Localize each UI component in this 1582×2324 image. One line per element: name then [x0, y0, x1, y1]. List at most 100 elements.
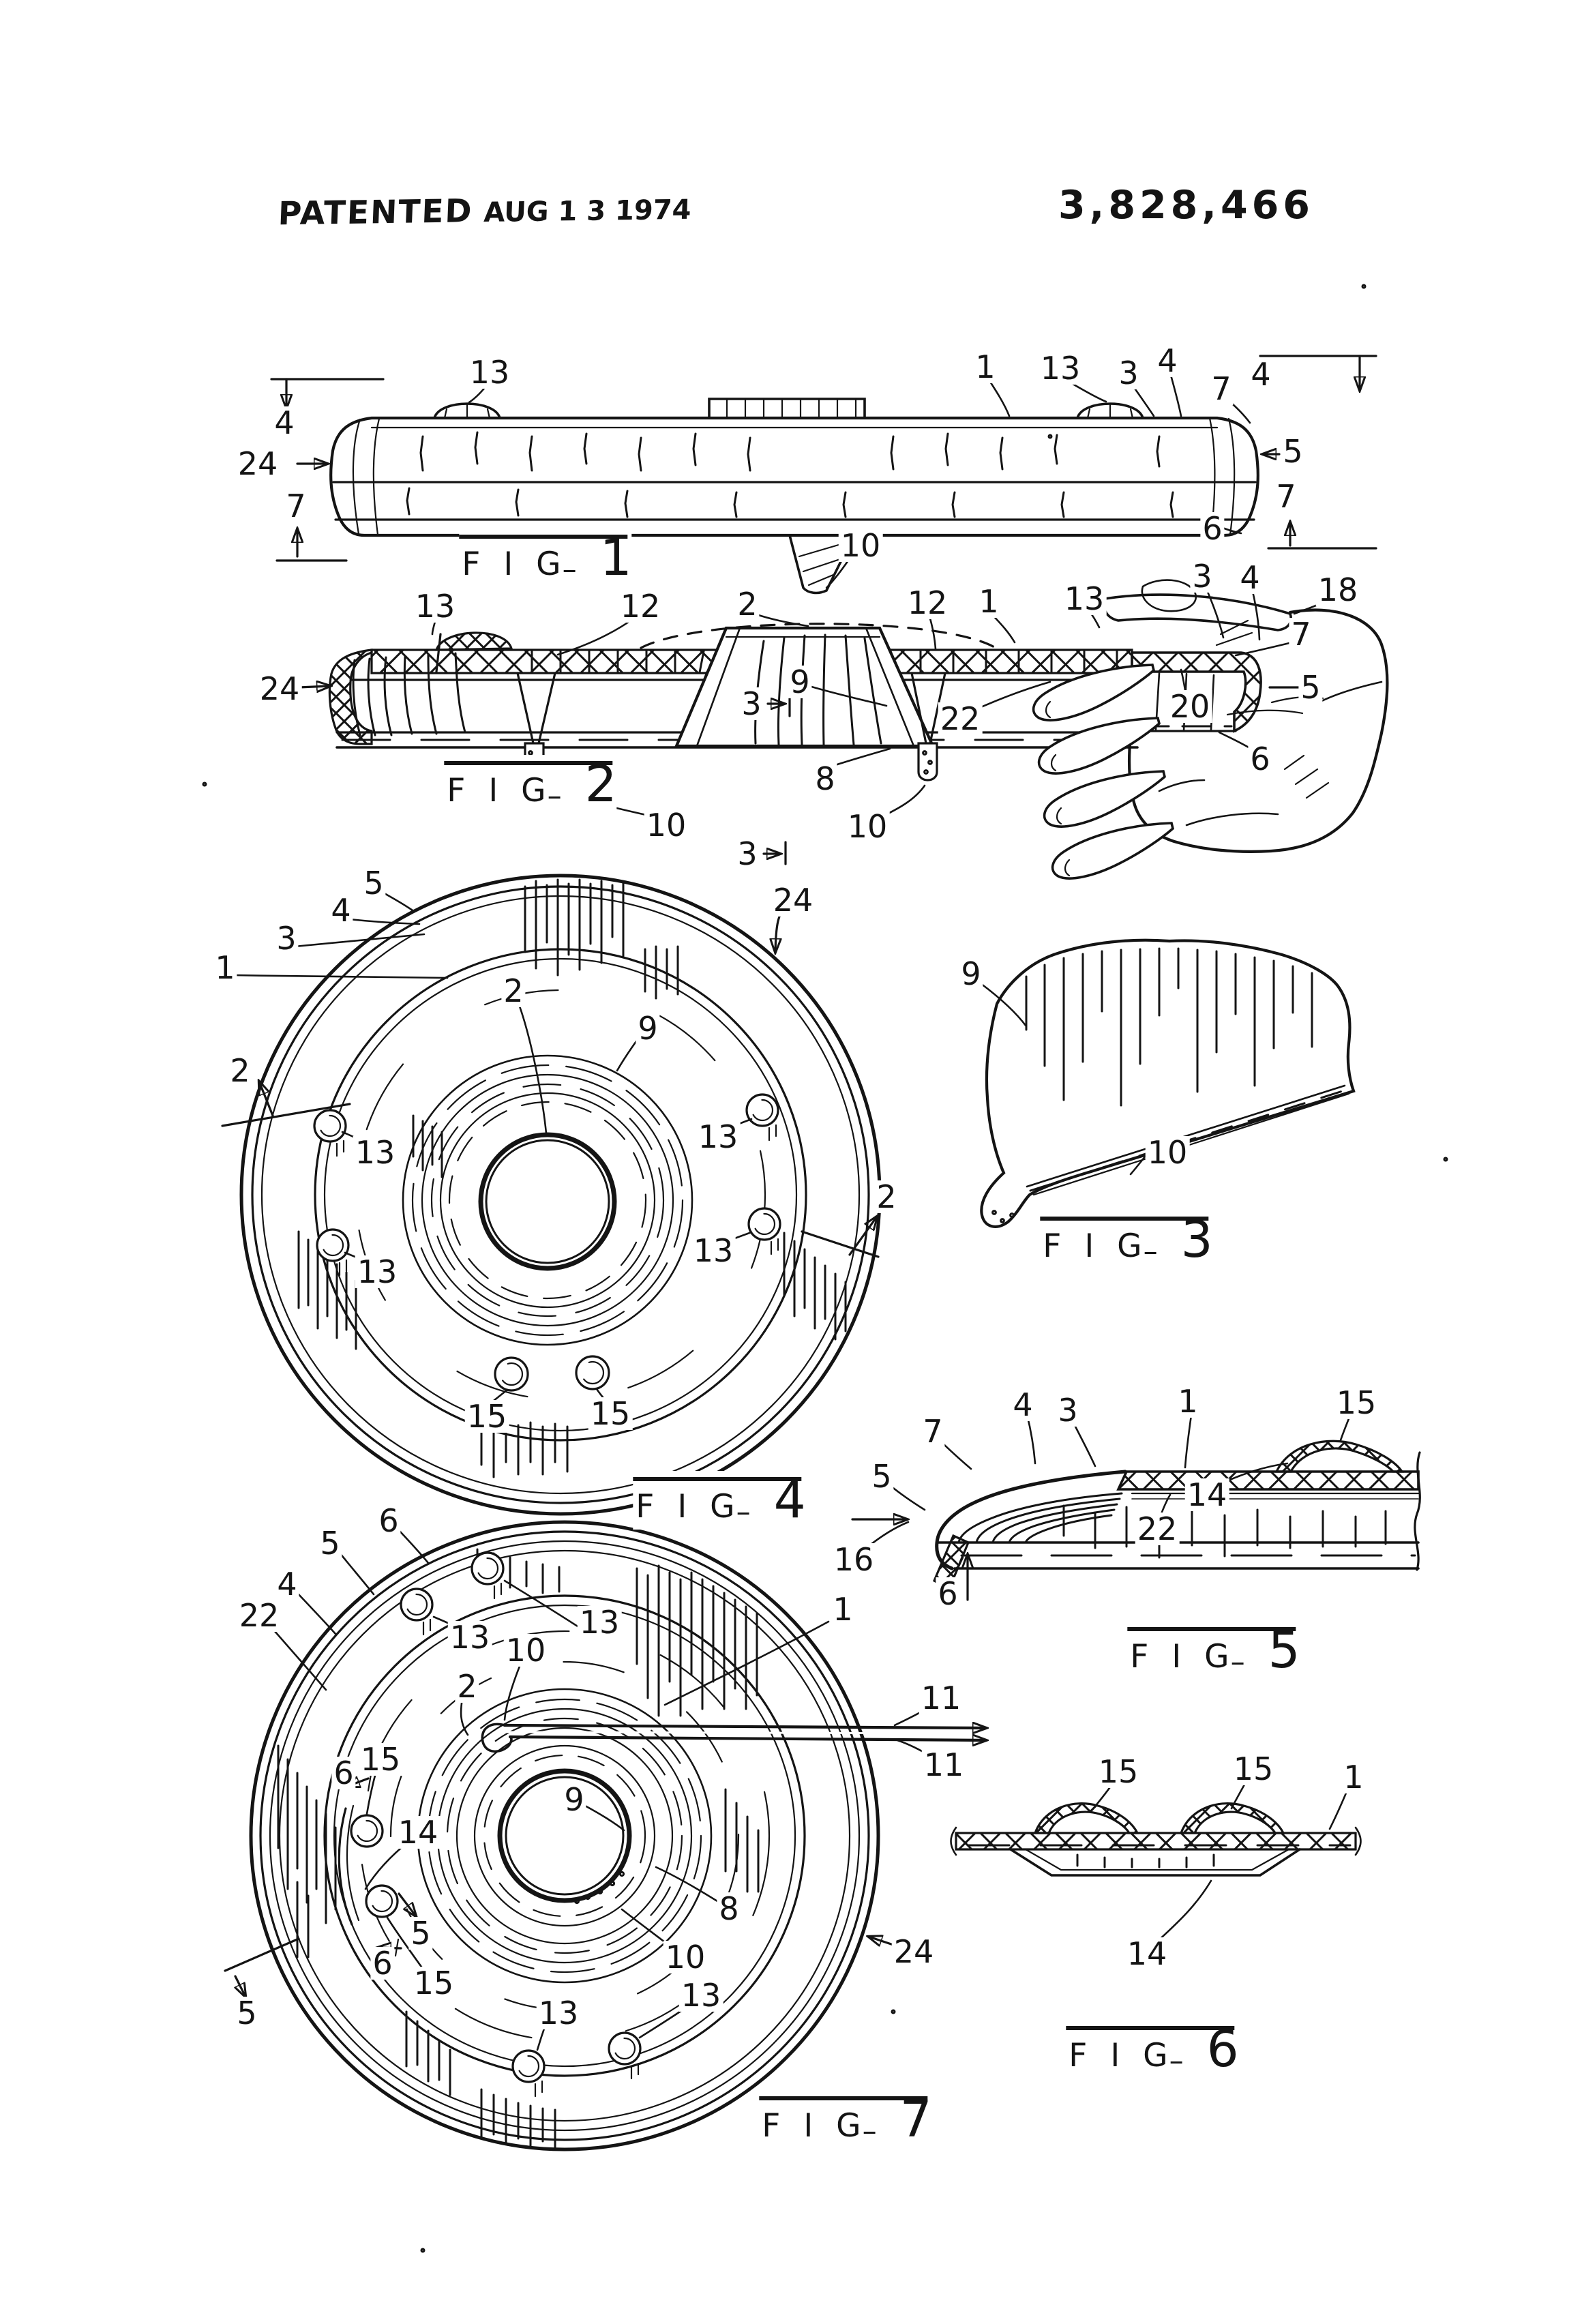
fig2-ref-4: 4	[1238, 561, 1262, 594]
fig2-ref-22: 22	[938, 702, 983, 735]
fig7-callouts	[224, 1529, 933, 2051]
fig7-ref-8: 8	[717, 1892, 741, 1925]
fig4-ref-5: 5	[361, 867, 386, 899]
fig4-ref-9: 9	[636, 1012, 660, 1045]
fig4-rivet-holes	[313, 1093, 781, 1392]
fig7-ref-4: 4	[275, 1568, 299, 1600]
caption-dash: –	[736, 1495, 751, 1528]
caption-number: 1	[599, 528, 632, 587]
fig2-ref-2: 2	[735, 588, 760, 621]
caption-word: FIG	[633, 1477, 802, 1525]
caption-number: 6	[1206, 2020, 1239, 2079]
caption-word: FIG	[1040, 1217, 1209, 1265]
fig1-ref-24: 24	[235, 447, 280, 480]
patent-date: AUG 1 3 1974	[483, 194, 692, 229]
caption-number: 2	[584, 755, 617, 814]
fig1-ref-6: 6	[1200, 512, 1225, 545]
fig2-ref-12: 12	[905, 586, 950, 619]
fig3-art	[979, 938, 1356, 1228]
fig7-ref-13: 13	[447, 1621, 492, 1654]
caption-word: FIG	[759, 2096, 928, 2145]
fig4-ref-13: 13	[355, 1255, 400, 1288]
fig7-ref-11: 11	[919, 1682, 964, 1714]
fig1-caption: FIG–1	[459, 528, 632, 587]
fig7-ref-24: 24	[891, 1935, 936, 1968]
fig1-ref-10: 10	[838, 529, 883, 562]
patent-number: 3,828,466	[1058, 183, 1314, 228]
fig1-ref-5: 5	[1281, 435, 1305, 468]
fig7-ref-5: 5	[408, 1917, 433, 1950]
fig4-ref-13: 13	[696, 1120, 741, 1153]
fig2-ref-24: 24	[257, 672, 302, 705]
fig7-ref-13: 13	[678, 1979, 723, 2012]
fig2-ref-20: 20	[1167, 690, 1212, 723]
caption-word: FIG	[459, 535, 628, 583]
fig2-ref-3: 3	[735, 837, 760, 870]
fig1-ref-4: 4	[1155, 344, 1180, 377]
fig3-ref-9: 9	[959, 957, 983, 990]
fig7-stipple	[573, 1871, 625, 1905]
fig4-ref-15: 15	[588, 1397, 633, 1430]
fig6-ref-15: 15	[1231, 1753, 1276, 1785]
caption-word: FIG	[1127, 1627, 1296, 1675]
fig7-striations	[277, 1548, 760, 2151]
fig7-ref-14: 14	[395, 1816, 441, 1849]
fig7-ref-22: 22	[237, 1599, 282, 1632]
fig4-ref-2: 2	[228, 1054, 252, 1087]
fig4-boss-rings	[402, 1054, 693, 1346]
fig2-ref-9: 9	[788, 666, 812, 698]
caption-dash: –	[562, 552, 577, 586]
fig2-ref-18: 18	[1315, 573, 1360, 606]
fig1-ref-7: 7	[1274, 480, 1298, 513]
caption-dash: –	[1169, 2044, 1184, 2077]
fig2-ref-5: 5	[1298, 671, 1323, 704]
fig1-ref-1: 1	[973, 351, 998, 383]
fig4-ref-2: 2	[501, 974, 526, 1007]
fig2-thumb	[1103, 593, 1292, 631]
fig4-ref-4: 4	[329, 894, 353, 927]
fig4-art	[221, 874, 882, 1516]
fig6-ref-15: 15	[1096, 1755, 1141, 1788]
caption-dash: –	[547, 779, 562, 812]
fig6-ref-14: 14	[1124, 1937, 1169, 1970]
fig1-contour-ticks	[406, 431, 1174, 518]
caption-word: FIG	[1066, 2026, 1235, 2074]
fig7-ref-15: 15	[411, 1967, 456, 1999]
fig7-ref-1: 1	[831, 1593, 855, 1626]
caption-number: 4	[773, 1471, 806, 1530]
fig7-ref-9: 9	[562, 1783, 586, 1816]
fig2-hand	[1032, 579, 1389, 880]
fig4-ref-2: 2	[874, 1180, 899, 1213]
fig5-ref-4: 4	[1011, 1388, 1035, 1421]
fig2-ref-13: 13	[1062, 582, 1107, 615]
fig2-caption: FIG–2	[444, 755, 617, 814]
fig2-ref-8: 8	[813, 762, 837, 795]
fig1-ref-7: 7	[284, 490, 308, 522]
fig6-caption: FIG–6	[1066, 2020, 1239, 2079]
fig7-art	[224, 1520, 990, 2151]
fig6-art	[950, 1777, 1362, 1945]
fig5-art	[851, 1409, 1421, 1601]
fig7-ref-6: 6	[331, 1757, 356, 1789]
fig2-liner-ribs	[531, 649, 1118, 674]
fig1-ref-7: 7	[1209, 372, 1234, 405]
caption-number: 7	[899, 2090, 932, 2149]
fig5-ref-3: 3	[1056, 1394, 1080, 1427]
caption-dash: –	[1230, 1645, 1245, 1678]
scan-specks	[202, 284, 1448, 2253]
fig4-ref-15: 15	[464, 1400, 509, 1433]
fig4-ref-13: 13	[353, 1136, 398, 1169]
fig6-ref-1: 1	[1341, 1761, 1366, 1793]
fig5-ticks	[1062, 1504, 1387, 1559]
fig5-ref-6: 6	[936, 1577, 960, 1610]
fig7-ref-5: 5	[318, 1527, 342, 1560]
fig7-ref-15: 15	[358, 1743, 403, 1776]
fig5-ref-1: 1	[1176, 1385, 1200, 1418]
fig7-rivet-holes	[350, 1551, 642, 2098]
fig5-ref-5: 5	[869, 1460, 894, 1493]
fig1-ref-4: 4	[272, 406, 297, 439]
fig5-ref-15: 15	[1334, 1386, 1379, 1419]
